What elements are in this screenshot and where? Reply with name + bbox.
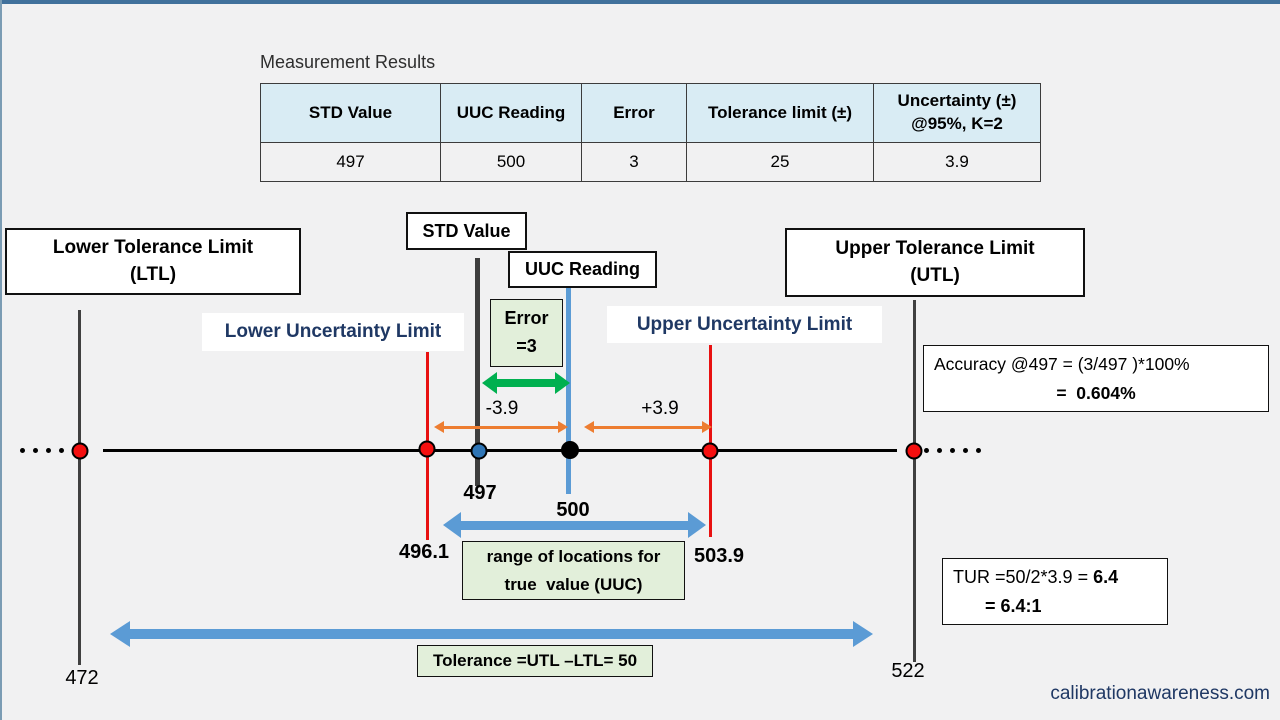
accuracy-formula-box: Accuracy @497 = (3/497 )*100% = 0.604% — [923, 345, 1269, 412]
true-value-range-arrow — [443, 512, 706, 538]
table-cell-uuc-reading: 500 — [440, 142, 582, 182]
minus-uncertainty-value: -3.9 — [485, 398, 519, 419]
table-cell-std-value: 497 — [260, 142, 441, 182]
upper-uncertainty-value: 503.9 — [693, 545, 745, 567]
std-value-point — [470, 442, 488, 460]
range-label-line2: true value (UUC) — [504, 574, 643, 594]
tur-formula-line1: TUR =50/2*3.9 = 6.4 — [953, 566, 1119, 587]
tolerance-formula-label: Tolerance =UTL –LTL= 50 — [432, 651, 638, 670]
ltl-label-line2: (LTL) — [129, 263, 177, 285]
utl-label-line2: (UTL) — [910, 264, 960, 286]
table-cell-error: 3 — [581, 142, 687, 182]
tolerance-formula-box: Tolerance =UTL –LTL= 50 — [417, 645, 653, 677]
utl-point — [905, 442, 923, 460]
std-point-value: 497 — [463, 482, 497, 504]
error-label-line1: Error — [504, 308, 549, 329]
number-line — [103, 449, 897, 452]
range-label-line1: range of locations for — [486, 547, 661, 567]
top-accent-bar — [0, 0, 1280, 4]
table-header-uuc-reading: UUC Reading — [440, 83, 582, 143]
table-header-uncertainty: Uncertainty (±) @95%, K=2 — [873, 83, 1041, 143]
utl-vertical-line — [913, 300, 916, 662]
error-double-arrow — [482, 372, 570, 394]
minus-uncertainty-arrow — [434, 419, 568, 435]
accuracy-formula-line2: = 0.604% — [1056, 382, 1136, 403]
uuc-reading-label: UUC Reading — [524, 259, 640, 279]
utl-label-line1: Upper Tolerance Limit — [835, 237, 1035, 259]
table-cell-tolerance-limit: 25 — [686, 142, 874, 182]
upper-uncertainty-point — [701, 442, 719, 460]
table-header-std-value: STD Value — [260, 83, 441, 143]
upper-tolerance-limit-box: Upper Tolerance Limit (UTL) — [785, 228, 1085, 297]
table-header-error: Error — [581, 83, 687, 143]
std-value-vertical-line — [475, 258, 480, 486]
lower-uncertainty-value: 496.1 — [398, 541, 450, 563]
uuc-point-value: 500 — [556, 499, 590, 521]
std-value-label: STD Value — [422, 220, 511, 241]
lower-uncertainty-limit-label: Lower Uncertainty Limit — [202, 313, 464, 351]
uuc-reading-point — [561, 441, 579, 459]
dotted-line-left — [20, 448, 64, 453]
table-header-tolerance-limit: Tolerance limit (±) — [686, 83, 874, 143]
ltl-vertical-line — [78, 310, 81, 665]
ltl-value: 472 — [65, 667, 99, 689]
lower-tolerance-limit-box: Lower Tolerance Limit (LTL) — [5, 228, 301, 295]
tolerance-span-arrow — [110, 621, 873, 647]
ltl-point — [71, 442, 89, 460]
error-box: Error =3 — [490, 299, 563, 367]
dotted-line-right — [924, 448, 981, 453]
left-accent-bar — [0, 0, 2, 720]
upper-uncertainty-vertical-line — [709, 345, 712, 537]
ltl-label-line1: Lower Tolerance Limit — [52, 236, 254, 258]
website-watermark: calibrationawareness.com — [1050, 683, 1270, 704]
range-of-locations-box: range of locations for true value (UUC) — [462, 541, 685, 600]
upper-uncertainty-limit-label: Upper Uncertainty Limit — [607, 306, 882, 343]
plus-uncertainty-arrow — [584, 419, 712, 435]
std-value-box: STD Value — [406, 212, 527, 250]
error-label-line2: =3 — [516, 336, 537, 356]
plus-uncertainty-value: +3.9 — [641, 398, 679, 419]
table-title: Measurement Results — [260, 52, 436, 72]
lower-uncertainty-point — [418, 440, 436, 458]
table-header-row: STD Value UUC Reading Error Tolerance li… — [260, 83, 1041, 143]
measurement-results-table: STD Value UUC Reading Error Tolerance li… — [260, 83, 1041, 182]
tur-formula-box: TUR =50/2*3.9 = 6.4 = 6.4:1 — [942, 558, 1168, 625]
utl-value: 522 — [891, 660, 925, 682]
accuracy-formula-line1: Accuracy @497 = (3/497 )*100% — [934, 353, 1190, 374]
uuc-reading-box: UUC Reading — [508, 251, 657, 288]
table-value-row: 497 500 3 25 3.9 — [260, 142, 1041, 182]
tur-formula-line2: = 6.4:1 — [985, 595, 1042, 616]
table-cell-uncertainty: 3.9 — [873, 142, 1041, 182]
